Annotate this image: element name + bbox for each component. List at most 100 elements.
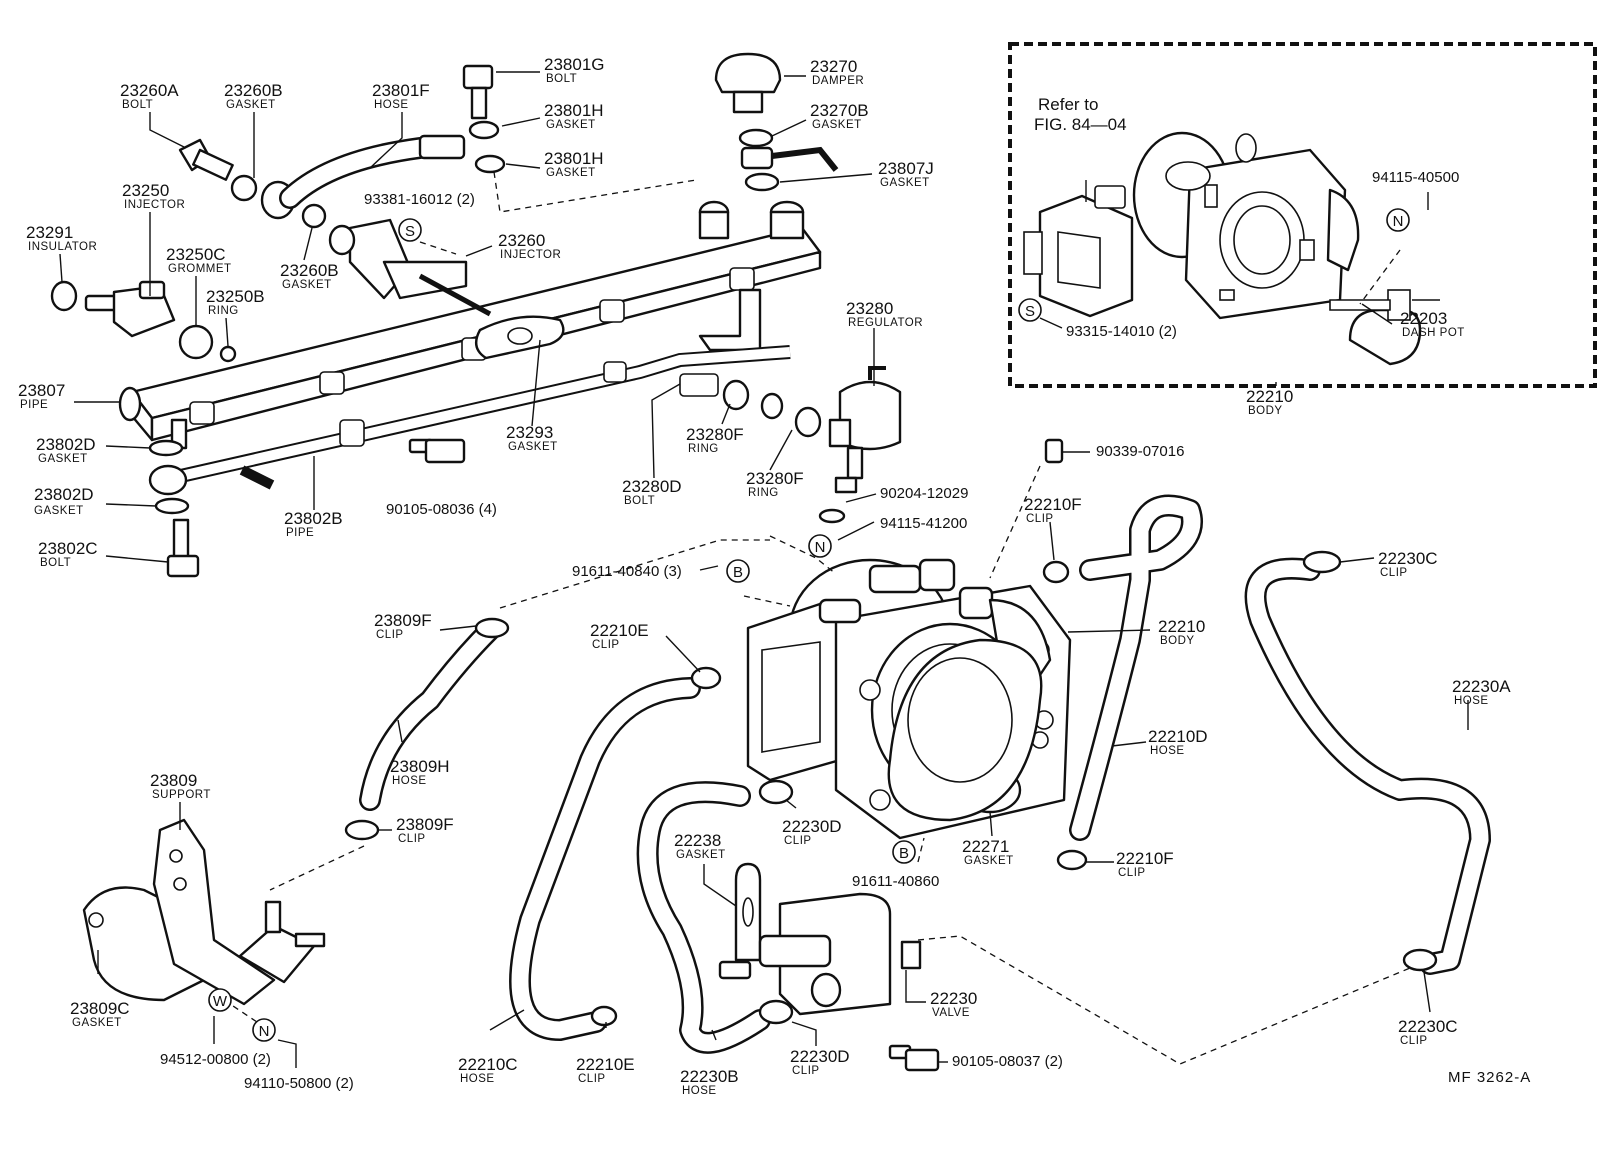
svg-text:RING: RING — [748, 487, 779, 499]
svg-text:23809C: 23809C — [70, 999, 130, 1018]
svg-text:23260B: 23260B — [224, 81, 283, 100]
svg-text:23802B: 23802B — [284, 509, 343, 528]
svg-text:23807: 23807 — [18, 381, 65, 400]
svg-text:23293: 23293 — [506, 423, 553, 442]
pn-94115-40500: 94115-40500 — [1372, 169, 1459, 186]
svg-text:GASKET: GASKET — [34, 505, 84, 517]
svg-text:GROMMET: GROMMET — [168, 263, 232, 275]
svg-text:HOSE: HOSE — [392, 775, 427, 787]
svg-text:22230C: 22230C — [1378, 549, 1438, 568]
svg-text:23801G: 23801G — [544, 55, 605, 74]
svg-text:23250B: 23250B — [206, 287, 265, 306]
svg-text:BOLT: BOLT — [624, 495, 655, 507]
svg-text:BODY: BODY — [1248, 405, 1283, 417]
leader-lines — [59, 71, 1469, 1068]
hose-clips-drawing — [344, 438, 1438, 1027]
svg-text:INJECTOR: INJECTOR — [124, 199, 185, 211]
svg-text:23280D: 23280D — [622, 477, 682, 496]
svg-text:GASKET: GASKET — [546, 167, 596, 179]
svg-text:GASKET: GASKET — [880, 177, 930, 189]
svg-text:BOLT: BOLT — [40, 557, 71, 569]
symbol-w-support: W — [208, 988, 232, 1012]
svg-text:GASKET: GASKET — [676, 849, 726, 861]
svg-text:23801H: 23801H — [544, 101, 604, 120]
symbol-n-main: N — [808, 534, 832, 558]
svg-text:22230A: 22230A — [1452, 677, 1511, 696]
svg-text:BOLT: BOLT — [546, 73, 577, 85]
symbol-n-support: N — [252, 1018, 276, 1042]
pn-90105-08036: 90105-08036 (4) — [386, 501, 497, 518]
svg-text:23801F: 23801F — [372, 81, 430, 100]
rail-small-parts — [50, 52, 902, 578]
pn-90105-08037: 90105-08037 (2) — [952, 1053, 1063, 1070]
svg-text:23250C: 23250C — [166, 245, 226, 264]
svg-text:DASH POT: DASH POT — [1402, 327, 1465, 339]
svg-text:23802D: 23802D — [36, 435, 96, 454]
svg-text:N: N — [1393, 213, 1404, 230]
svg-text:23250: 23250 — [122, 181, 169, 200]
svg-text:PIPE: PIPE — [20, 399, 48, 411]
svg-text:HOSE: HOSE — [374, 99, 409, 111]
svg-text:23809F: 23809F — [374, 611, 432, 630]
svg-text:DAMPER: DAMPER — [812, 75, 864, 87]
pn-94115-41200: 94115-41200 — [880, 515, 967, 532]
svg-text:22210E: 22210E — [576, 1055, 635, 1074]
svg-text:GASKET: GASKET — [38, 453, 88, 465]
valve-22230-drawing — [718, 862, 940, 1072]
pn-90339-07016: 90339-07016 — [1096, 443, 1184, 460]
svg-text:23260: 23260 — [498, 231, 545, 250]
svg-text:CLIP: CLIP — [398, 833, 426, 845]
svg-text:CLIP: CLIP — [578, 1073, 606, 1085]
support-bracket-drawing — [82, 818, 326, 1006]
pn-90204-12029: 90204-12029 — [880, 485, 968, 502]
pn-93315-14010: 93315-14010 (2) — [1066, 323, 1177, 340]
svg-text:22230D: 22230D — [782, 817, 842, 836]
pn-94512-00800: 94512-00800 (2) — [160, 1051, 271, 1068]
svg-text:22210F: 22210F — [1024, 495, 1082, 514]
svg-text:23802C: 23802C — [38, 539, 98, 558]
svg-text:HOSE: HOSE — [682, 1085, 717, 1097]
reference-note-line1: Refer to — [1038, 95, 1098, 114]
svg-text:22203: 22203 — [1400, 309, 1447, 328]
svg-text:23260A: 23260A — [120, 81, 179, 100]
svg-text:23260B: 23260B — [280, 261, 339, 280]
hoses-drawing — [359, 494, 1491, 1054]
svg-text:22210: 22210 — [1158, 617, 1205, 636]
svg-text:23270: 23270 — [810, 57, 857, 76]
svg-text:GASKET: GASKET — [282, 279, 332, 291]
svg-text:23809H: 23809H — [390, 757, 450, 776]
pn-91611-40840: 91611-40840 (3) — [572, 563, 682, 580]
svg-text:GASKET: GASKET — [226, 99, 276, 111]
svg-text:BOLT: BOLT — [122, 99, 153, 111]
svg-text:CLIP: CLIP — [1118, 867, 1146, 879]
pn-93381-16012: 93381-16012 (2) — [364, 191, 475, 208]
svg-text:CLIP: CLIP — [592, 639, 620, 651]
svg-text:23809F: 23809F — [396, 815, 454, 834]
svg-text:HOSE: HOSE — [1150, 745, 1185, 757]
drawing-code: MF 3262-A — [1448, 1069, 1531, 1086]
svg-text:HOSE: HOSE — [1454, 695, 1489, 707]
svg-text:N: N — [259, 1023, 270, 1040]
svg-text:GASKET: GASKET — [812, 119, 862, 131]
